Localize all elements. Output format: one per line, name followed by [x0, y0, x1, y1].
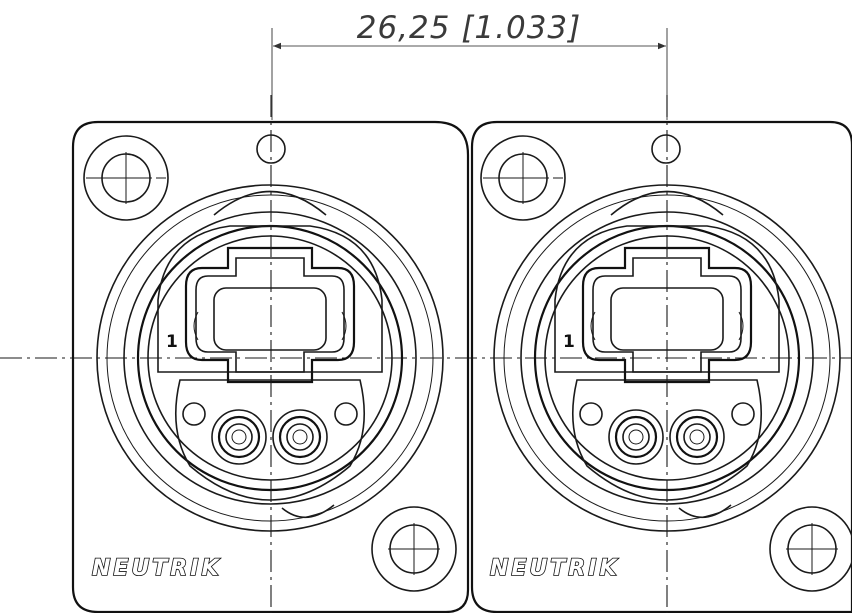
index-hole	[651, 134, 681, 164]
guide-hole-left	[182, 402, 206, 426]
insert-bottom	[175, 379, 365, 501]
mounting-hole-bottom-right	[769, 506, 852, 592]
guide-hole-right	[334, 402, 358, 426]
housing-ring-outer	[96, 184, 444, 532]
contact-right	[669, 409, 725, 465]
pin-number-label: 1	[563, 332, 575, 352]
contact-left	[211, 409, 267, 465]
fiber-housing-outer	[581, 246, 753, 384]
flange-outline	[71, 120, 470, 613]
pin-number-label: 1	[166, 332, 178, 352]
latch-top	[610, 190, 724, 216]
contact-left	[608, 409, 664, 465]
mounting-hole-bottom-right	[371, 506, 457, 592]
fiber-port	[213, 287, 327, 351]
fiber-housing-inner	[195, 257, 345, 373]
connector-right: 1 NEUTRIK	[470, 95, 852, 613]
housing-ring-5	[147, 235, 393, 481]
housing-ring-2	[106, 194, 434, 522]
housing-ring-3	[123, 211, 417, 505]
brand-logo: NEUTRIK	[92, 556, 222, 581]
latch-bottom	[678, 504, 732, 519]
latch-bottom	[281, 504, 335, 519]
fiber-housing-inner	[592, 257, 742, 373]
guide-hole-left	[579, 402, 603, 426]
fiber-housing-outer	[184, 246, 356, 384]
guide-hole-right	[731, 402, 755, 426]
flange-outline	[470, 120, 852, 613]
connector-left: 1 NEUTRIK	[71, 95, 470, 613]
dimension-annotation: 26,25 [1.033]	[271, 10, 668, 120]
brand-logo: NEUTRIK	[490, 556, 620, 581]
latch-top	[213, 190, 327, 216]
insert-top	[554, 225, 780, 373]
dimension-label: 26,25 [1.033]	[357, 10, 582, 46]
insert-top	[157, 225, 383, 373]
contact-right	[272, 409, 328, 465]
